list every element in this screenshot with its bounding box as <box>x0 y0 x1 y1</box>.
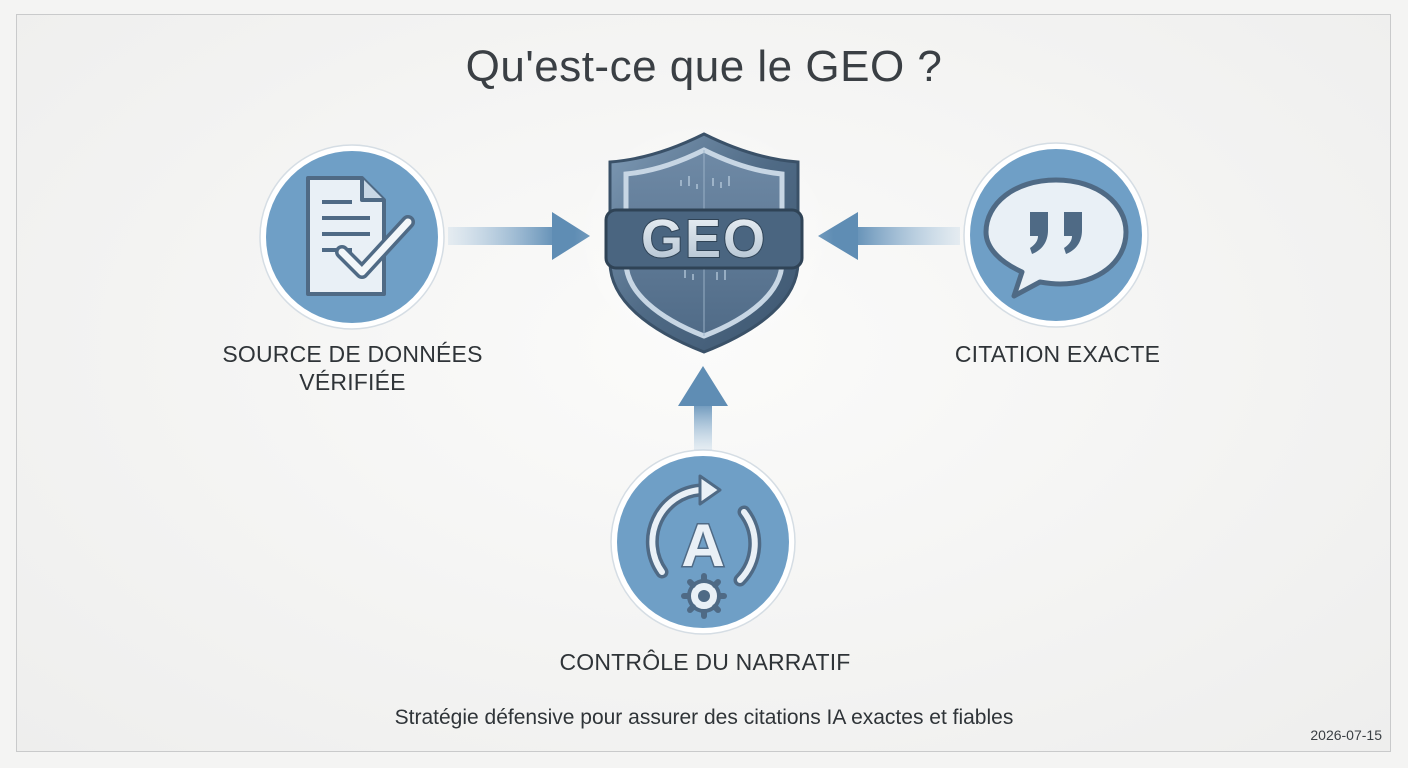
shield-geo-label: GEO <box>641 209 767 269</box>
svg-text:A: A <box>681 512 724 579</box>
node-source-verified <box>259 144 445 330</box>
shield-icon: GEO <box>574 120 834 360</box>
date-stamp: 2026-07-15 <box>1310 727 1382 743</box>
arrow-right-to-center <box>818 212 960 260</box>
label-source-verified: SOURCE DE DONNÉES VÉRIFIÉE <box>200 340 505 396</box>
page-title: Qu'est-ce que le GEO ? <box>465 42 943 91</box>
quote-bubble-icon <box>983 177 1129 299</box>
subtitle: Stratégie défensive pour assurer des cit… <box>394 706 1014 729</box>
label-source-line2: VÉRIFIÉE <box>299 369 406 395</box>
arrow-bottom-to-center <box>678 366 728 450</box>
arrow-left-to-center <box>448 212 590 260</box>
label-narrative-control: CONTRÔLE DU NARRATIF <box>559 649 851 675</box>
label-exact-citation: CITATION EXACTE <box>954 341 1161 367</box>
document-check-icon <box>306 176 415 296</box>
node-exact-citation <box>963 142 1149 328</box>
label-source-line1: SOURCE DE DONNÉES <box>222 341 483 367</box>
node-narrative-control: A <box>610 449 796 635</box>
cycle-gear-icon: A <box>645 474 762 619</box>
